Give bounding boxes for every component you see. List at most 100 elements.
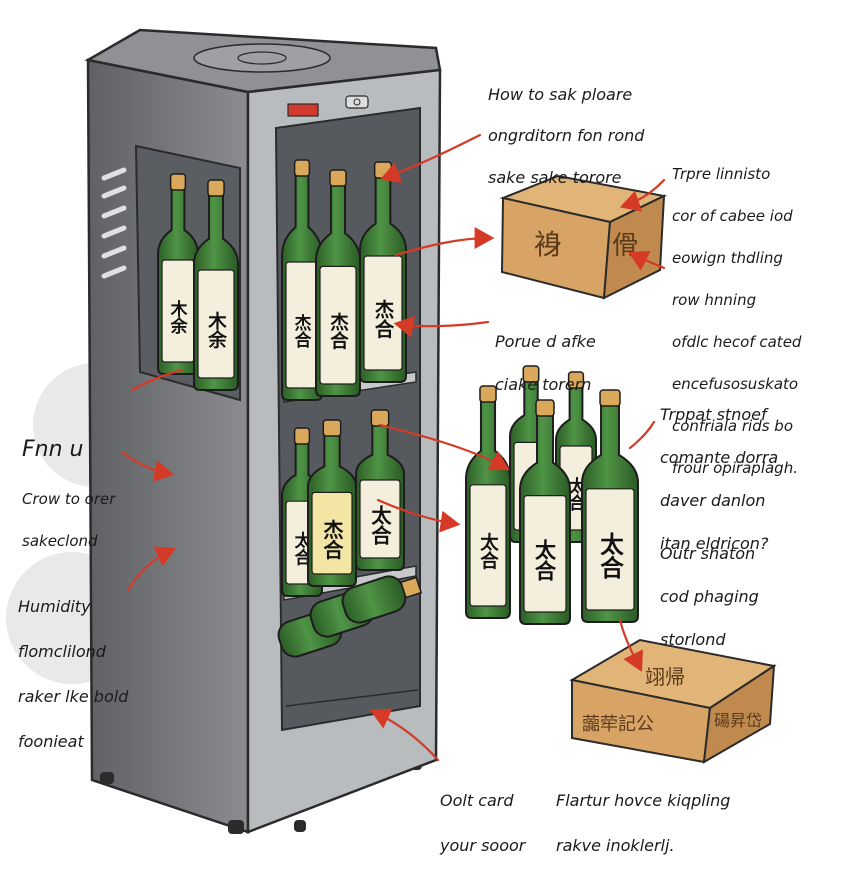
bottle-label-text: 木余 — [206, 311, 228, 349]
fridge-foot — [228, 820, 244, 834]
box-top-char-left: 裑 — [534, 228, 562, 261]
bottle-label-text: 杰合 — [372, 299, 395, 339]
right-box-note-line: Trpre linnisto — [672, 165, 771, 183]
door-note: Oolt card your sooor — [440, 768, 525, 880]
left-top-note-title: Fnn u — [22, 437, 84, 462]
fridge-top-vent — [193, 43, 331, 73]
bottles-note-line: comante dorra — [660, 447, 779, 467]
arrow-left-top-2 — [120, 450, 175, 482]
bottle-label-text: 太合 — [596, 532, 624, 580]
sake-bottle: 杰合 — [315, 169, 361, 397]
bottle-cap — [329, 169, 347, 187]
right-box-note-line: encefusosuskato — [672, 375, 799, 393]
sake-bottle: 太合 — [519, 399, 571, 625]
arrow-to-bottles — [378, 423, 510, 471]
bottle-label-text: 木余 — [168, 299, 188, 335]
bottles-note: Trppat stnoef comante dorra daver danlon… — [660, 382, 778, 576]
lying-bottles — [277, 575, 423, 658]
top-note-line: sake sake torore — [488, 167, 622, 187]
bottle-label — [359, 479, 401, 559]
temperature-display — [287, 103, 319, 117]
storage-note: Outr shaton cod phaging storlond — [660, 521, 759, 672]
arrow-box-note — [619, 178, 666, 212]
right-box-note-line: frour opiraplagh. — [672, 459, 798, 477]
lying-bottle — [341, 575, 423, 624]
box-bottom-side-label: 碭昇岱 — [714, 711, 762, 730]
left-bottom-note-line: raker lke bold — [18, 686, 129, 706]
box-bottom-front-label: 虈荦記公 — [582, 714, 654, 735]
box-bottom-note-line: rakve inoklerlj. — [556, 836, 675, 856]
arrow-left-bottom — [126, 546, 177, 592]
bottle-cap — [599, 389, 621, 407]
left-bottom-note-line: foonieat — [18, 731, 84, 751]
fridge-foot — [100, 772, 114, 784]
storage-note-line: Outr shaton — [660, 543, 756, 563]
wooden-box-top: 裑 傦 — [499, 174, 668, 300]
right-box-note: Trpre linnisto cor of cabee iod eowign t… — [672, 143, 801, 500]
bottle-cap — [522, 365, 540, 383]
bottle-label-text: 太合 — [368, 504, 392, 546]
right-box-note-line: eowign thdling — [672, 249, 783, 267]
sake-bottle: 木余 — [193, 179, 239, 391]
bottle-label-text: 杰合 — [320, 518, 344, 560]
sake-bottle: 木余 — [157, 173, 199, 375]
door-note-line: Oolt card — [440, 791, 514, 811]
bottle-cap — [322, 419, 342, 437]
bottle-label-text: 杰合 — [292, 313, 312, 349]
top-note-line: ongrditorn fon rond — [488, 126, 645, 146]
bottles-note-line: daver danlon — [660, 490, 766, 510]
arrow-door-note — [370, 708, 440, 762]
bottle-cap — [535, 399, 555, 417]
right-box-note-line: cor of cabee iod — [672, 207, 793, 225]
arrow-bottles-note — [628, 420, 656, 450]
left-top-note: Fnn u Crow to orer sakeclond — [22, 414, 115, 573]
storage-note-line: cod phaging — [660, 586, 759, 606]
sake-bottle: 太合 — [581, 389, 639, 623]
bottle-label — [197, 269, 235, 379]
top-note-line: How to sak ploare — [488, 84, 633, 104]
fridge-foot — [294, 820, 306, 832]
left-bottom-note: Humidity flomclilond raker lke bold foon… — [18, 574, 128, 776]
control-button — [345, 95, 369, 109]
side-vents — [101, 167, 127, 279]
bottle-cap — [293, 427, 311, 445]
bottles-note-line: itan eldricon? — [660, 534, 769, 554]
sake-bottle: 太合 — [465, 385, 511, 619]
bottle-cap — [293, 159, 311, 177]
storage-note-line: storlond — [660, 629, 726, 649]
bottle-label-text: 太合 — [478, 532, 500, 570]
box-top-char-right: 傦 — [612, 231, 638, 261]
door-note-line: your sooor — [440, 836, 526, 856]
bottle-label — [585, 488, 635, 611]
shelf-note: Porue d afke ciake torern — [495, 309, 596, 417]
arrow-to-bottom-box — [618, 618, 643, 672]
shelf-note-line: ciake torern — [495, 374, 592, 394]
arrow-shelf-note — [393, 315, 490, 338]
sake-bottle: 太合 — [355, 409, 405, 571]
fridge-bottles: 木余木余杰合杰合杰合太合杰合太合 — [157, 159, 407, 597]
bottle-label — [523, 495, 567, 613]
left-top-note-line: sakeclond — [22, 531, 98, 550]
sake-bottle: 杰合 — [307, 419, 357, 587]
box-bottom-note-line: Flartur hovce kiqpling — [556, 791, 731, 811]
arrow-to-bottles-2 — [376, 498, 461, 533]
left-top-note-line: Crow to orer — [22, 489, 116, 508]
arrow-box-note-2 — [628, 251, 666, 271]
arrow-top-note — [379, 133, 482, 184]
bottle-label — [469, 484, 507, 607]
bottle-label-text: 杰合 — [328, 312, 349, 350]
bottle-cap — [479, 385, 497, 403]
bottle-cap — [370, 409, 390, 427]
wooden-box-bottom: 翊帰 虈荦記公 碭昇岱 — [569, 638, 777, 764]
sake-bottle: 杰合 — [281, 159, 323, 401]
bottles-note-line: Trppat stnoef — [660, 404, 767, 424]
right-box-note-line: confriala rids bo — [672, 417, 794, 435]
top-note: How to sak ploare ongrditorn fon rond sa… — [488, 64, 644, 210]
bottle-label — [363, 255, 403, 371]
bottle-label-text: 太合 — [533, 539, 558, 582]
bottle-cap — [169, 173, 187, 191]
shelf-note-line: Porue d afke — [495, 331, 596, 351]
right-box-note-line: row hnning — [672, 291, 757, 309]
